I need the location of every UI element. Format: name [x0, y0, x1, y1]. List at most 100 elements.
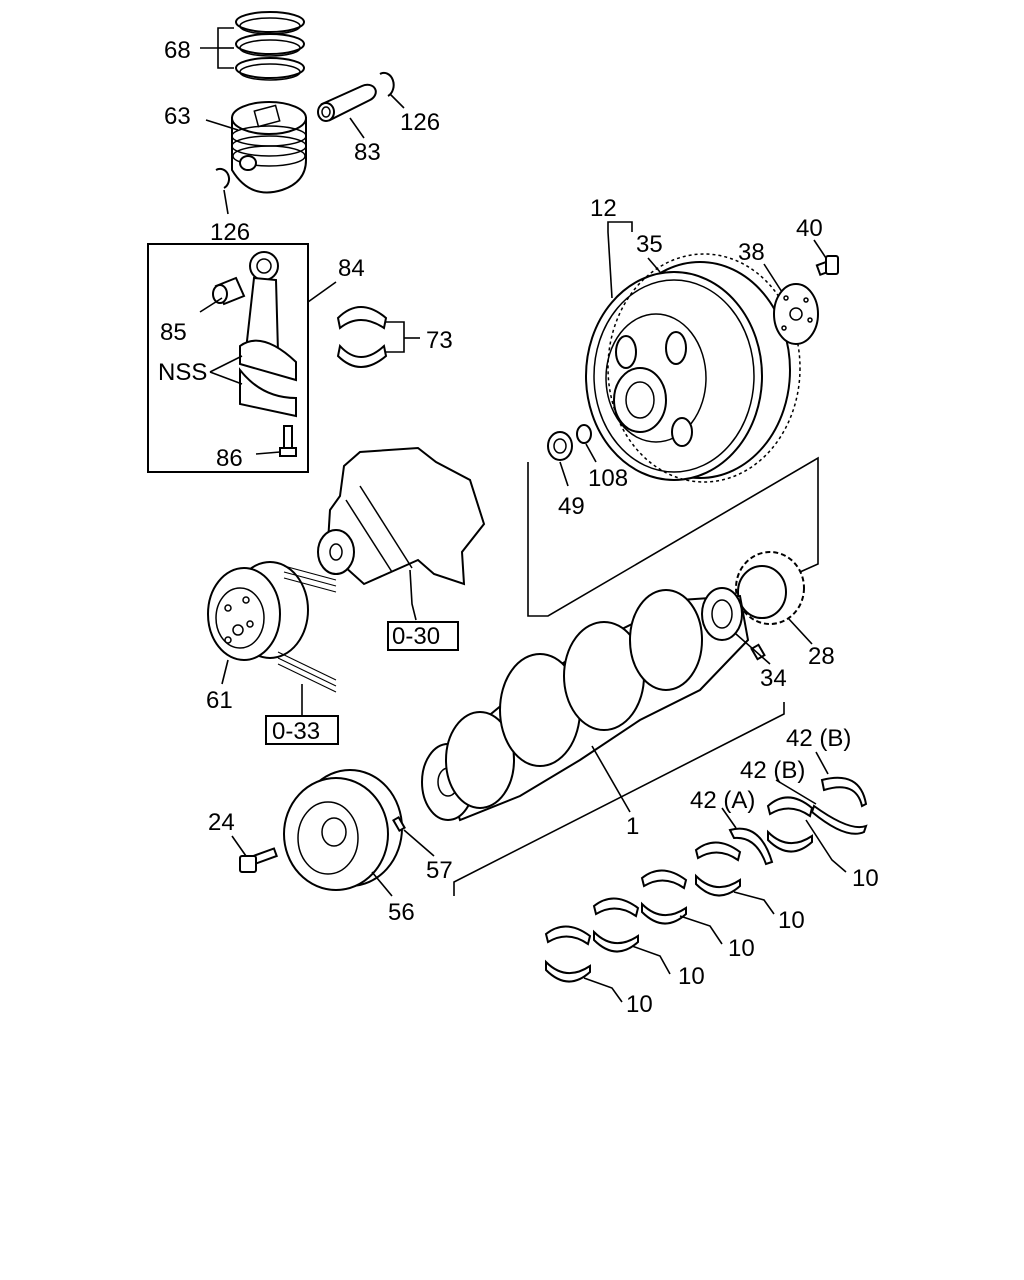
- leader-nss-1: [209, 355, 243, 373]
- label-56: 56: [388, 899, 415, 926]
- leader-34: [735, 633, 771, 665]
- leader-35: [647, 257, 661, 273]
- crankshaft-bracket: [453, 702, 785, 896]
- leader-12: [607, 221, 633, 232]
- snap-ring-lower[interactable]: [215, 167, 231, 189]
- main-bearing-set-3[interactable]: [640, 869, 688, 925]
- leader-40: [813, 239, 827, 259]
- label-28: 28: [808, 643, 835, 670]
- main-bearing-set-2[interactable]: [694, 841, 742, 897]
- label-108: 108: [588, 465, 628, 492]
- leader-84: [307, 281, 337, 303]
- thrust-washer-42b-upper[interactable]: [820, 776, 868, 808]
- fan-pulley-61[interactable]: [207, 561, 309, 661]
- main-bearing-set-1[interactable]: [766, 796, 814, 853]
- leader-10-3: [679, 915, 723, 945]
- pin-57[interactable]: [392, 815, 406, 833]
- crank-gear-28[interactable]: [735, 551, 805, 625]
- label-10-5: 10: [626, 991, 653, 1018]
- label-10-2: 10: [778, 907, 805, 934]
- leader-126-upper: [389, 93, 405, 109]
- label-24: 24: [208, 809, 235, 836]
- leader-49: [559, 461, 569, 487]
- snap-ring-upper[interactable]: [379, 71, 395, 97]
- label-030: 0-30: [392, 623, 440, 650]
- main-bearing-set-5[interactable]: [544, 925, 592, 983]
- label-73: 73: [426, 327, 453, 354]
- crankshaft[interactable]: [421, 587, 750, 822]
- piston[interactable]: [231, 101, 307, 194]
- leader-126-lower: [223, 189, 229, 215]
- belt-hatch-lower: [277, 651, 337, 693]
- label-84: 84: [338, 255, 365, 282]
- leader-73: [386, 321, 405, 353]
- leader-83: [349, 117, 365, 139]
- leader-42b-1: [815, 751, 829, 775]
- pilot-bearing-49[interactable]: [547, 431, 573, 461]
- leader-nss-2: [209, 371, 243, 385]
- leader-57: [403, 829, 435, 857]
- leader-68: [200, 27, 234, 69]
- leader-10-5: [583, 977, 623, 1003]
- belt-hatch-upper: [283, 565, 337, 593]
- rod-bearing-73[interactable]: [336, 306, 388, 368]
- leader-10-2: [733, 891, 775, 915]
- leader-28: [787, 617, 813, 645]
- main-bearing-set-4[interactable]: [592, 897, 640, 953]
- label-83: 83: [354, 139, 381, 166]
- label-35: 35: [636, 231, 663, 258]
- label-40: 40: [796, 215, 823, 242]
- thrust-washer-42b-lower[interactable]: [810, 804, 868, 835]
- connecting-rod[interactable]: [239, 251, 297, 418]
- leader-24: [231, 835, 247, 857]
- label-86: 86: [216, 445, 243, 472]
- label-42b-2: 42 (B): [740, 757, 805, 784]
- leader-63: [205, 119, 239, 131]
- crank-pulley-56[interactable]: [283, 769, 403, 891]
- leader-10-4: [631, 945, 671, 975]
- ring-108[interactable]: [576, 424, 592, 444]
- label-1: 1: [626, 813, 639, 840]
- leader-56: [371, 871, 393, 897]
- bolt-24[interactable]: [239, 847, 278, 873]
- ring-gear-35[interactable]: [607, 253, 801, 483]
- leader-1: [591, 745, 631, 813]
- label-10-1: 10: [852, 865, 879, 892]
- leader-42b-2: [775, 779, 817, 805]
- leader-86: [255, 451, 281, 455]
- bolt-40[interactable]: [815, 255, 839, 277]
- label-49: 49: [558, 493, 585, 520]
- label-34: 34: [760, 665, 787, 692]
- leader-10-1: [805, 819, 847, 873]
- label-61: 61: [206, 687, 233, 714]
- label-42b-1: 42 (B): [786, 725, 851, 752]
- label-38: 38: [738, 239, 765, 266]
- label-nss: NSS: [158, 359, 207, 386]
- piston-pin[interactable]: [317, 83, 377, 122]
- label-12: 12: [590, 195, 617, 222]
- plate-38[interactable]: [773, 283, 819, 345]
- piston-rings[interactable]: [235, 11, 305, 81]
- label-10-3: 10: [728, 935, 755, 962]
- label-033: 0-33: [272, 718, 320, 745]
- thrust-washer-42a[interactable]: [728, 827, 774, 866]
- ref-box-033[interactable]: [265, 715, 339, 745]
- label-42a: 42 (A): [690, 787, 755, 814]
- flywheel-bracket: [527, 456, 819, 617]
- label-68: 68: [164, 37, 191, 64]
- label-57: 57: [426, 857, 453, 884]
- label-10-4: 10: [678, 963, 705, 990]
- leader-030: [409, 569, 417, 621]
- leader-12-drop: [607, 231, 613, 299]
- leader-42a: [721, 807, 737, 829]
- flywheel[interactable]: [585, 261, 791, 481]
- leader-38: [763, 263, 783, 293]
- water-pump[interactable]: [317, 446, 486, 586]
- ref-box-030[interactable]: [387, 621, 459, 651]
- leader-61: [221, 659, 229, 685]
- label-85: 85: [160, 319, 187, 346]
- label-126-lower: 126: [210, 219, 250, 246]
- label-126-upper: 126: [400, 109, 440, 136]
- leader-85: [199, 297, 223, 313]
